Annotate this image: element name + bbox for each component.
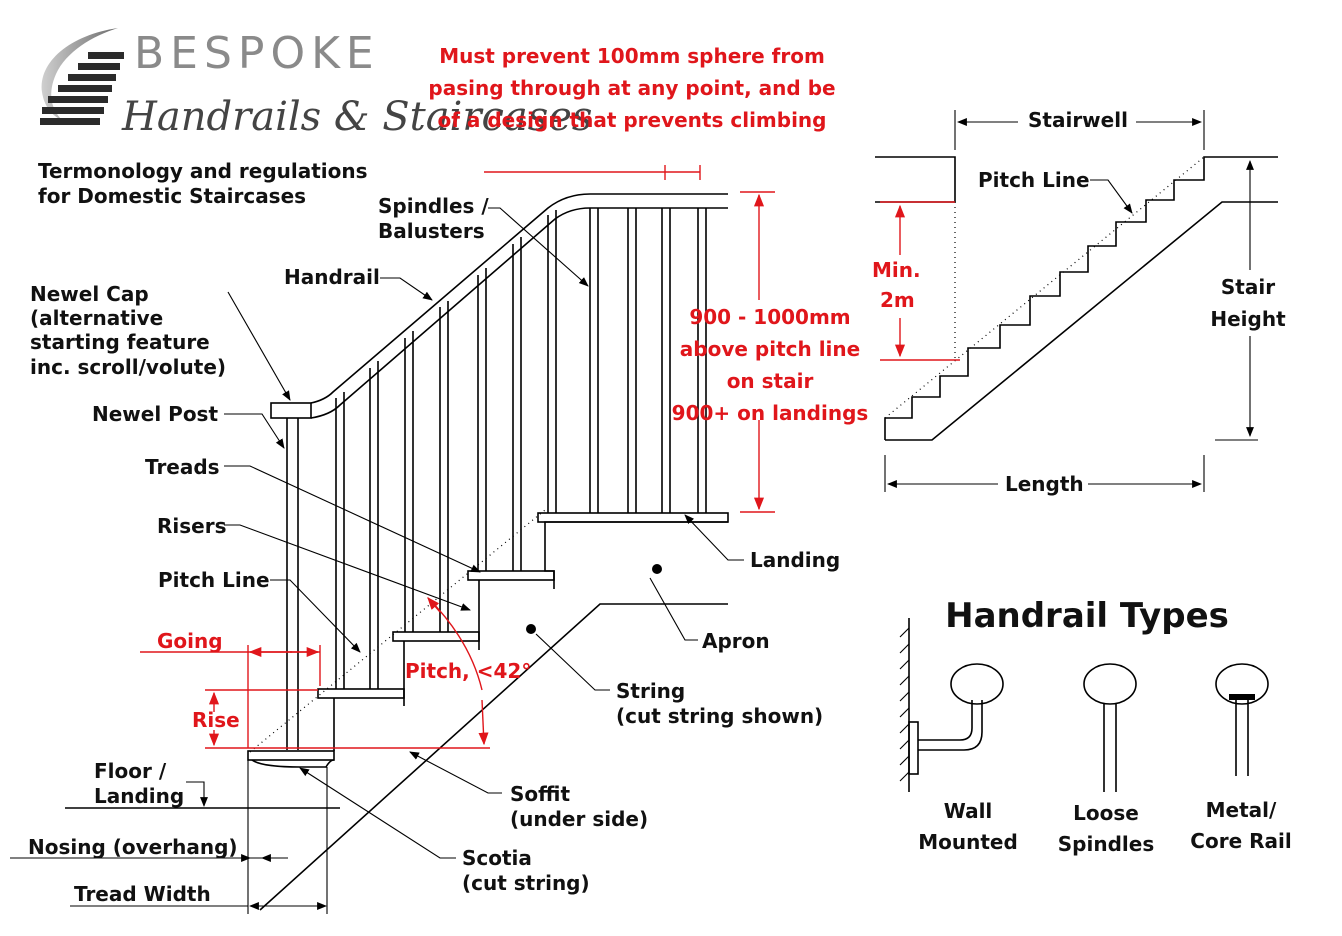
label-stairwell: Stairwell [1028,108,1128,132]
label-landing: Landing [750,548,840,572]
metal-core-rail-icon [1215,663,1269,776]
label-pitch-line: Pitch Line [158,568,270,592]
label-newel-cap-4: inc. scroll/volute) [30,355,226,379]
handrail-bottom [310,207,728,419]
label-wall-1: Wall [944,799,993,823]
label-spindles-2: Balusters [378,219,485,243]
label-newel-post: Newel Post [92,402,218,426]
wall-mounted-rail-icon [899,618,1004,792]
pitch-line [249,509,546,753]
risers-profile [333,521,728,751]
label-soffit-1: Soffit [510,782,570,806]
label-wall-2: Mounted [918,830,1018,854]
logo-swoosh-icon [41,28,118,120]
label-nosing: Nosing (overhang) [28,835,238,859]
label-tread-width: Tread Width [74,882,211,906]
section-pitch-line [884,156,1205,419]
label-pitch-angle: Pitch, <42° [405,659,531,683]
treads-group [247,512,729,768]
height-note-2: above pitch line [680,337,860,361]
label-min-1: Min. [872,258,921,282]
handrail-types-title: Handrail Types [945,596,1229,636]
main-labels: Spindles / Balusters Handrail Newel Cap … [28,194,868,906]
subtitle-line-1: Termonology and regulations [38,159,368,183]
string-dot [526,624,536,634]
label-loose-2: Spindles [1058,832,1154,856]
label-risers: Risers [157,514,227,538]
tread-2 [317,688,405,699]
tread-1 [247,750,335,761]
label-metal-1: Metal/ [1206,798,1277,822]
brand-tagline: Handrails & Staircases [121,94,592,140]
height-note-4: 900+ on landings [672,401,869,425]
logo-stairs-icon [40,52,124,125]
spindles-group [335,208,707,689]
label-soffit-2: (under side) [510,807,648,831]
height-note-3: on stair [727,369,814,393]
newel-cap [270,402,312,419]
handrail-top [310,193,728,404]
regulation-note: Must prevent 100mm sphere from pasing th… [428,44,835,132]
main-red-dimensions [140,165,775,749]
loose-spindles-rail-icon [1083,663,1137,792]
riser-ends [403,580,555,706]
label-going: Going [157,629,223,653]
label-section-pitch-line: Pitch Line [978,168,1090,192]
label-rise: Rise [192,708,240,732]
label-floor-1: Floor / [94,759,167,783]
label-min-2: 2m [880,288,915,312]
label-floor-2: Landing [94,784,184,808]
tread-4 [467,570,555,581]
label-spindles-1: Spindles / [378,194,489,218]
ceiling-block [875,156,956,203]
label-newel-cap-3: starting feature [30,330,210,354]
label-newel-cap-2: (alternative [30,306,163,330]
main-stair-drawing [65,193,729,911]
scotia-profile [251,759,335,768]
brand-name: BESPOKE [134,28,380,79]
regulation-line-3: of a design that prevents climbing [438,108,827,132]
label-treads: Treads [145,455,220,479]
label-string-1: String [616,679,685,703]
label-string-2: (cut string shown) [616,704,823,728]
label-stair-height-1: Stair [1221,275,1275,299]
label-loose-1: Loose [1073,801,1139,825]
regulation-line-2: pasing through at any point, and be [428,76,835,100]
section-stair-profile [884,156,1278,440]
label-stair-height-2: Height [1210,307,1286,331]
brand-logo: BESPOKE Handrails & Staircases Termonolo… [38,28,592,208]
label-apron: Apron [702,629,770,653]
subtitle-line-2: for Domestic Staircases [38,184,306,208]
section-view: Stairwell Pitch Line Min. 2m Stair Heigh… [872,108,1286,496]
label-metal-2: Core Rail [1190,829,1291,853]
height-note-1: 900 - 1000mm [689,305,850,329]
label-handrail: Handrail [284,265,380,289]
tread-3 [392,631,480,642]
main-leader-lines [10,207,744,914]
handrail-types: Handrail Types Wall Mounted Loose Spindl… [899,596,1292,856]
regulation-line-1: Must prevent 100mm sphere from [439,44,825,68]
soffit-line [259,603,728,911]
label-scotia-2: (cut string) [462,871,590,895]
apron-dot [652,564,662,574]
label-length: Length [1005,472,1084,496]
landing-tread [537,512,729,523]
label-newel-cap-1: Newel Cap [30,282,149,306]
label-scotia-1: Scotia [462,846,532,870]
